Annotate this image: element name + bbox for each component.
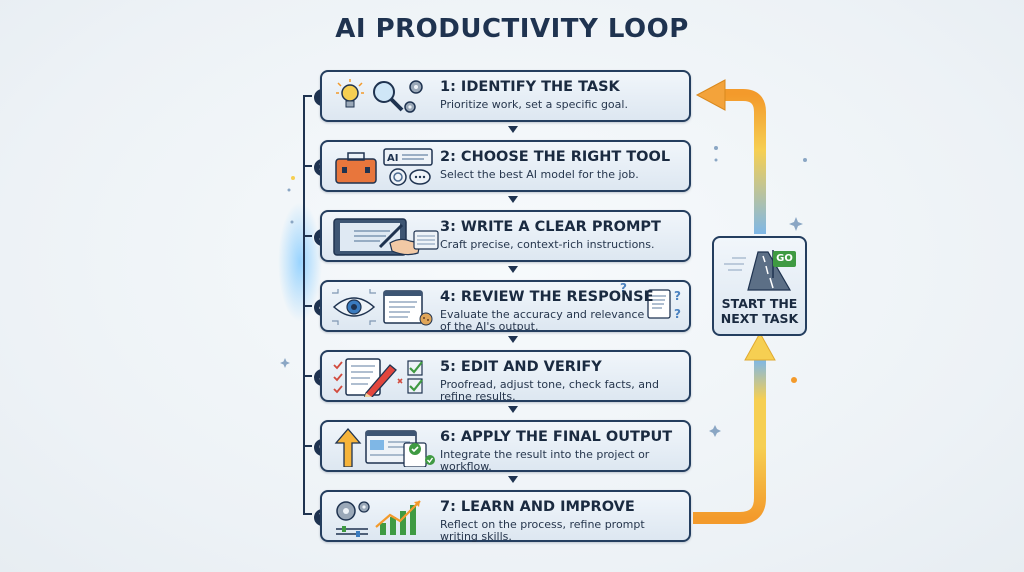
keyboard-icon xyxy=(413,230,439,250)
step-6-apply-output: 6: APPLY THE FINAL OUTPUT Integrate the … xyxy=(320,420,691,472)
checklist-icon xyxy=(333,361,343,394)
hand-pen-icon xyxy=(378,223,421,256)
step-3-write-prompt: 3: WRITE A CLEAR PROMPT Craft precise, c… xyxy=(320,210,691,262)
step-description: Reflect on the process, refine prompt wr… xyxy=(440,518,645,543)
document-icon xyxy=(383,290,423,324)
step-7-learn-improve: 7: LEARN AND IMPROVE Reflect on the proc… xyxy=(320,490,691,542)
gear-icon xyxy=(404,80,423,113)
loop-arrow-upper xyxy=(725,89,766,234)
magnifier-icon xyxy=(373,81,404,112)
glow-effect xyxy=(278,202,322,322)
svg-text:?: ? xyxy=(674,307,681,321)
sparkle-decor xyxy=(280,146,807,437)
step-title: 7: LEARN AND IMPROVE xyxy=(440,499,635,515)
down-arrow-icon xyxy=(508,126,518,133)
loop-arrow-lower xyxy=(693,360,766,524)
step-title: 1: IDENTIFY THE TASK xyxy=(440,79,620,95)
road-icon xyxy=(724,250,792,291)
diagram-title: AI PRODUCTIVITY LOOP xyxy=(335,14,689,44)
step-title: 2: CHOOSE THE RIGHT TOOL xyxy=(440,149,671,165)
step-1-icons xyxy=(336,79,423,113)
step-5-edit-verify: 5: EDIT AND VERIFY Proofread, adjust ton… xyxy=(320,350,691,402)
down-arrow-icon xyxy=(508,406,518,413)
svg-text:?: ? xyxy=(674,289,681,303)
step-1-identify-task: 1: IDENTIFY THE TASK Prioritize work, se… xyxy=(320,70,691,122)
cookie-icon xyxy=(419,312,433,326)
pencil-icon xyxy=(363,364,397,397)
tablet-icon xyxy=(333,218,407,256)
step-description: Select the best AI model for the job. xyxy=(440,168,639,181)
step-2-icons: AI xyxy=(335,148,433,186)
lightbulb-icon xyxy=(336,79,364,108)
step-3-icons xyxy=(333,218,439,256)
sliders-icon xyxy=(336,526,368,537)
step-6-icons xyxy=(334,428,435,467)
step-title: 6: APPLY THE FINAL OUTPUT xyxy=(440,429,673,445)
down-arrow-icon xyxy=(508,336,518,343)
step-2-choose-tool: AI 2: CHOOSE THE RIGHT TOOL Select the b… xyxy=(320,140,691,192)
step-description: Evaluate the accuracy and relevance of t… xyxy=(440,308,645,333)
step-title: 5: EDIT AND VERIFY xyxy=(440,359,602,375)
svg-text:AI: AI xyxy=(387,153,398,164)
next-task-label: START THE NEXT TASK xyxy=(720,296,799,326)
step-title: 3: WRITE A CLEAR PROMPT xyxy=(440,219,661,235)
go-flag-icon: GO xyxy=(773,251,796,267)
step-description: Craft precise, context-rich instructions… xyxy=(440,238,655,251)
down-arrow-icon xyxy=(508,266,518,273)
step-description: Prioritize work, set a specific goal. xyxy=(440,98,628,111)
checkbox-icon xyxy=(397,360,423,394)
question-document-icon: ? ? xyxy=(647,289,681,321)
next-task-card: GO START THE NEXT TASK xyxy=(712,236,807,336)
eye-icon xyxy=(332,289,376,325)
step-description: Integrate the result into the project or… xyxy=(440,448,650,473)
step-title: 4: REVIEW THE RESPONSE xyxy=(440,289,654,305)
down-arrow-icon xyxy=(508,196,518,203)
check-document-icon xyxy=(403,442,435,467)
growth-chart-icon xyxy=(375,500,421,535)
step-4-review-response: ? ? ? 4: REVIEW THE RESPONSE Evaluate th… xyxy=(320,280,691,332)
step-description: Proofread, adjust tone, check facts, and… xyxy=(440,378,659,403)
svg-text:?: ? xyxy=(620,281,627,295)
swirl-logo-icon xyxy=(389,168,407,186)
toolbox-icon xyxy=(335,152,377,184)
chat-bubble-icon xyxy=(409,169,431,185)
step-5-icons xyxy=(333,358,423,397)
step-4-icons xyxy=(332,289,433,326)
step-7-icons xyxy=(336,500,421,537)
ai-window-icon: AI xyxy=(383,148,433,166)
up-arrow-icon xyxy=(334,428,362,467)
question-mark-icon: ? xyxy=(620,281,627,295)
down-arrow-icon xyxy=(508,476,518,483)
gear-icon xyxy=(336,501,370,521)
